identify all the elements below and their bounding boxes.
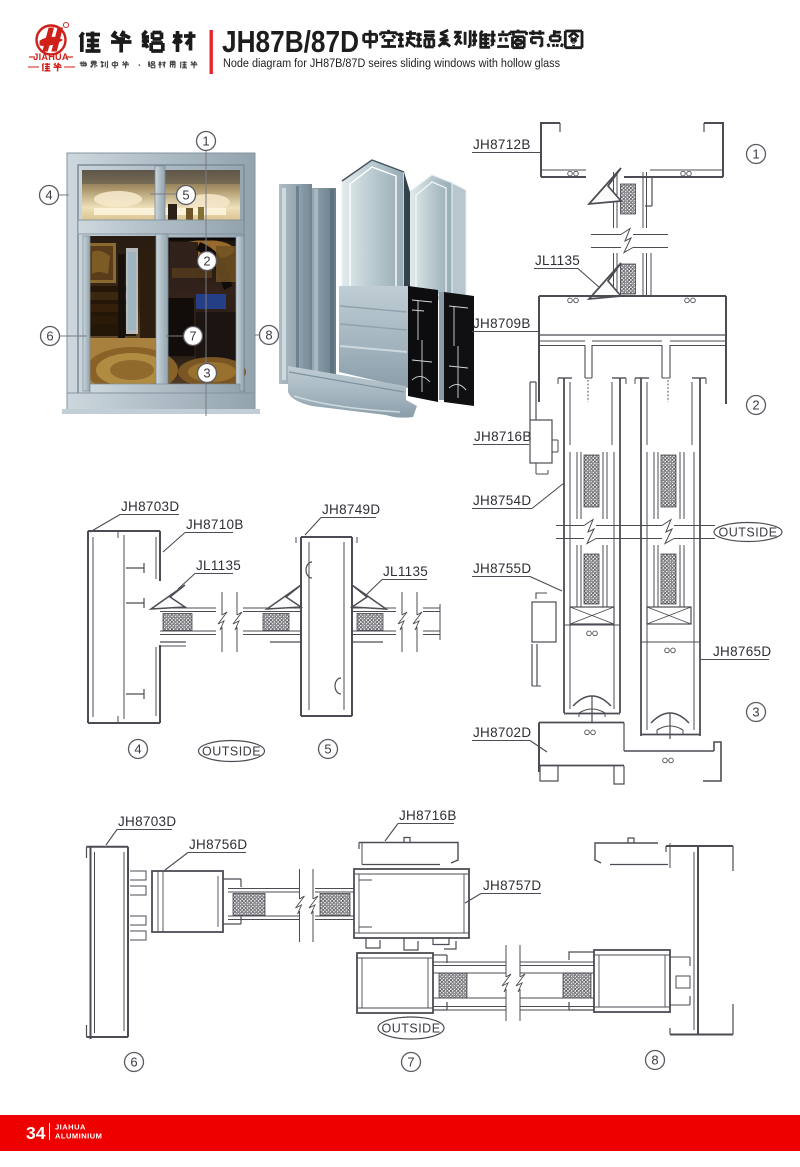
svg-text:JH8703D: JH8703D [118, 814, 176, 829]
svg-text:JH8749D: JH8749D [322, 502, 380, 517]
svg-text:8: 8 [265, 328, 272, 343]
svg-text:JIAHUA: JIAHUA [33, 52, 69, 62]
svg-text:7: 7 [189, 329, 196, 344]
svg-text:OUTSIDE: OUTSIDE [381, 1022, 440, 1036]
svg-text:6: 6 [130, 1055, 137, 1070]
svg-text:4: 4 [45, 188, 52, 203]
svg-text:JH8710B: JH8710B [186, 517, 244, 532]
svg-text:2: 2 [752, 398, 759, 413]
svg-text:JH8754D: JH8754D [473, 493, 531, 508]
svg-text:JH87B/87D: JH87B/87D [222, 25, 359, 59]
svg-text:5: 5 [182, 188, 189, 203]
svg-text:JL1135: JL1135 [196, 558, 241, 573]
svg-text:34: 34 [26, 1123, 46, 1143]
svg-text:JH8716B: JH8716B [474, 429, 532, 444]
svg-text:JH8755D: JH8755D [473, 561, 531, 576]
svg-text:2: 2 [203, 254, 210, 269]
svg-text:JIAHUA: JIAHUA [55, 1123, 86, 1132]
svg-text:8: 8 [651, 1053, 658, 1068]
svg-text:1: 1 [752, 147, 759, 162]
svg-text:JH8709B: JH8709B [473, 316, 531, 331]
svg-text:ALUMINIUM: ALUMINIUM [55, 1132, 102, 1141]
svg-text:3: 3 [752, 705, 759, 720]
svg-text:JH8702D: JH8702D [473, 725, 531, 740]
svg-text:JH8756D: JH8756D [189, 837, 247, 852]
svg-text:6: 6 [46, 329, 53, 344]
svg-text:Node diagram for JH87B/87D sei: Node diagram for JH87B/87D seires slidin… [223, 58, 560, 70]
svg-text:7: 7 [407, 1055, 414, 1070]
svg-text:OUTSIDE: OUTSIDE [718, 526, 777, 540]
svg-text:JL1135: JL1135 [383, 564, 428, 579]
svg-text:JL1135: JL1135 [535, 253, 580, 268]
svg-text:JH8716B: JH8716B [399, 808, 457, 823]
svg-text:4: 4 [134, 742, 141, 757]
svg-text:OUTSIDE: OUTSIDE [202, 745, 261, 759]
svg-text:5: 5 [324, 742, 331, 757]
svg-text:JH8757D: JH8757D [483, 878, 541, 893]
svg-text:JH8765D: JH8765D [713, 644, 771, 659]
svg-text:3: 3 [203, 366, 210, 381]
svg-text:1: 1 [202, 134, 209, 149]
svg-text:JH8712B: JH8712B [473, 137, 531, 152]
svg-text:JH8703D: JH8703D [121, 499, 179, 514]
